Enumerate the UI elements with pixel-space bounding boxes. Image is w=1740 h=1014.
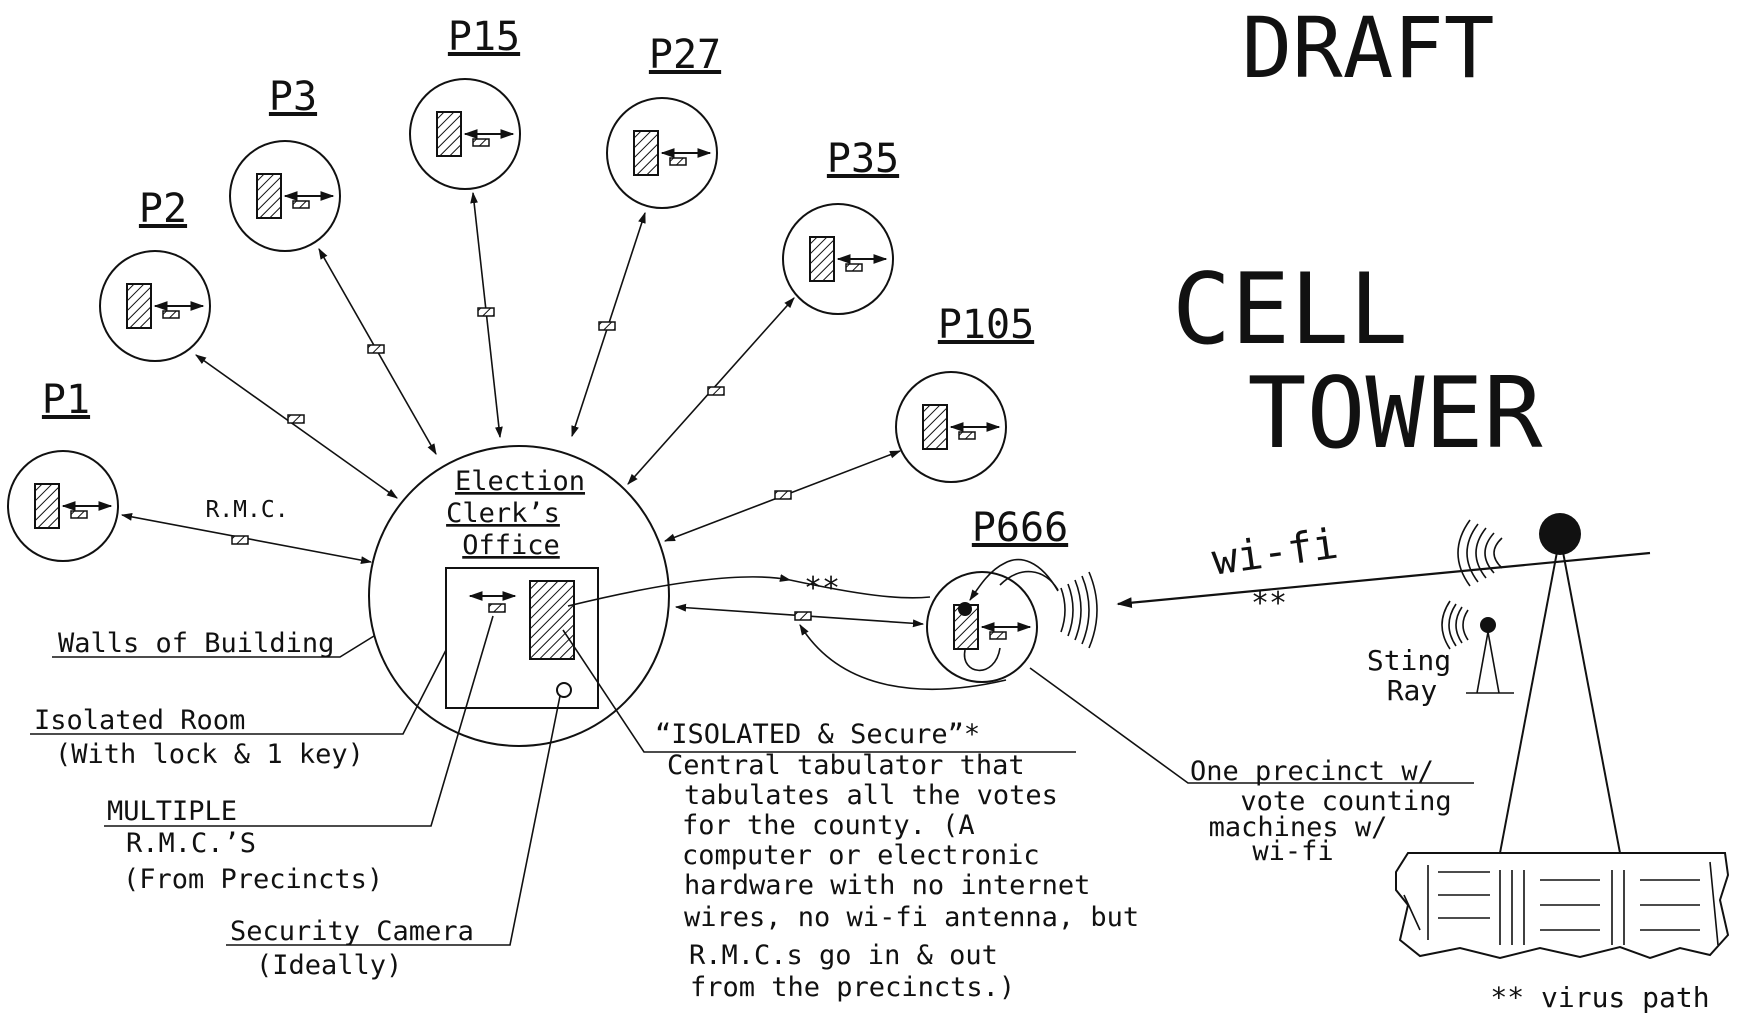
rmc-icon — [488, 603, 506, 613]
tabulator-line: hardware with no internet — [684, 870, 1090, 901]
tower-signal-icon — [1457, 519, 1503, 587]
security-camera-icon — [556, 682, 572, 698]
precinct-p105: P105 — [895, 302, 1034, 483]
clerk-office-line3: Office — [462, 530, 560, 561]
legend-virus-path: ** virus path — [1490, 981, 1709, 1014]
cell-tower-icon — [1395, 513, 1730, 960]
voting-machine-icon — [634, 131, 710, 175]
precinct-note-line: vote counting — [1240, 786, 1451, 817]
multiple-rmc-line2: R.M.C.’S — [126, 828, 256, 859]
precinct-label-p35: P35 — [827, 136, 899, 182]
voting-machine-icon — [810, 237, 886, 281]
wifi-label: wi-fi — [1209, 519, 1341, 585]
isolated-room-line1: Isolated Room — [34, 705, 245, 736]
virus-path-marker: ** — [804, 571, 840, 606]
voting-machine-icon — [923, 405, 999, 449]
stingray-icon — [1441, 600, 1514, 694]
central-tabulator-icon — [529, 580, 575, 660]
tabulator-line: for the county. (A — [682, 810, 975, 841]
security-camera-line2: (Ideally) — [256, 950, 402, 981]
stingray-label-line2: Ray — [1387, 674, 1438, 707]
clerk-office-line2: Clerk’s — [446, 498, 560, 529]
infected-dot-icon — [958, 602, 972, 616]
tabulator-line: R.M.C.s go in & out — [689, 940, 998, 971]
tabulator-line: from the precincts.) — [690, 972, 1015, 1003]
virus-path — [567, 551, 1651, 690]
precinct-label-p1: P1 — [42, 377, 90, 423]
precinct-note-line: wi-fi — [1252, 836, 1333, 867]
tabulator-callout: “ISOLATED & Secure”* Central tabulator t… — [562, 629, 1139, 1003]
precinct-note-heading: One precinct w/ — [1190, 756, 1434, 787]
walls-callout: Walls of Building — [52, 628, 375, 659]
precinct-label-p666: P666 — [972, 505, 1068, 551]
isolated-room-line2: (With lock & 1 key) — [55, 739, 364, 770]
walls-label: Walls of Building — [58, 628, 334, 659]
multiple-rmc-line3: (From Precincts) — [123, 864, 383, 895]
precinct-label-p105: P105 — [938, 302, 1034, 348]
precinct-p1: P1 — [7, 377, 119, 562]
tower-label: TOWER — [1247, 357, 1542, 471]
voting-machine-icon — [127, 284, 203, 328]
clerk-office: Election Clerk’s Office — [368, 445, 670, 747]
draft-label: DRAFT — [1242, 0, 1495, 97]
precinct-label-p3: P3 — [269, 74, 317, 120]
wifi-signal-icon — [1060, 571, 1098, 649]
precinct-label-p2: P2 — [139, 186, 187, 232]
voting-machine-icon — [257, 174, 333, 218]
precinct-p27: P27 — [606, 32, 721, 209]
building-foundation — [1395, 852, 1730, 960]
precinct-p666: P666 — [926, 505, 1068, 683]
precinct-p15: P15 — [409, 14, 521, 190]
tabulator-line: tabulates all the votes — [684, 780, 1058, 811]
precinct-label-p27: P27 — [649, 32, 721, 78]
precinct-note-callout: One precinct w/ vote counting machines w… — [1029, 667, 1474, 867]
tabulator-line: computer or electronic — [682, 840, 1040, 871]
cell-label: CELL — [1172, 253, 1408, 367]
tabulator-line: Central tabulator that — [667, 750, 1025, 781]
precinct-label-p15: P15 — [448, 14, 520, 60]
multiple-rmc-callout: MULTIPLE R.M.C.’S (From Precincts) — [104, 615, 494, 895]
wifi-virus-marker: ** — [1251, 586, 1287, 621]
multiple-rmc-line1: MULTIPLE — [107, 796, 237, 827]
rmc-connections — [120, 191, 925, 628]
clerk-office-line1: Election — [455, 466, 585, 497]
voting-machine-icon — [35, 484, 111, 528]
precinct-p3: P3 — [229, 74, 341, 252]
isolated-room-callout: Isolated Room (With lock & 1 key) — [30, 649, 447, 770]
isolated-room — [445, 567, 599, 709]
stingray-label-line1: Sting — [1367, 644, 1451, 677]
security-camera-line1: Security Camera — [230, 916, 474, 947]
precinct-p35: P35 — [782, 136, 899, 315]
voting-machine-icon — [437, 112, 513, 156]
rmc-label: R.M.C. — [205, 497, 288, 523]
tabulator-line: wires, no wi-fi antenna, but — [684, 902, 1139, 933]
precinct-note-line: machines w/ — [1209, 812, 1388, 843]
security-camera-callout: Security Camera (Ideally) — [226, 695, 561, 981]
tabulator-heading: “ISOLATED & Secure”* — [655, 719, 980, 750]
precinct-p2: P2 — [99, 186, 211, 362]
